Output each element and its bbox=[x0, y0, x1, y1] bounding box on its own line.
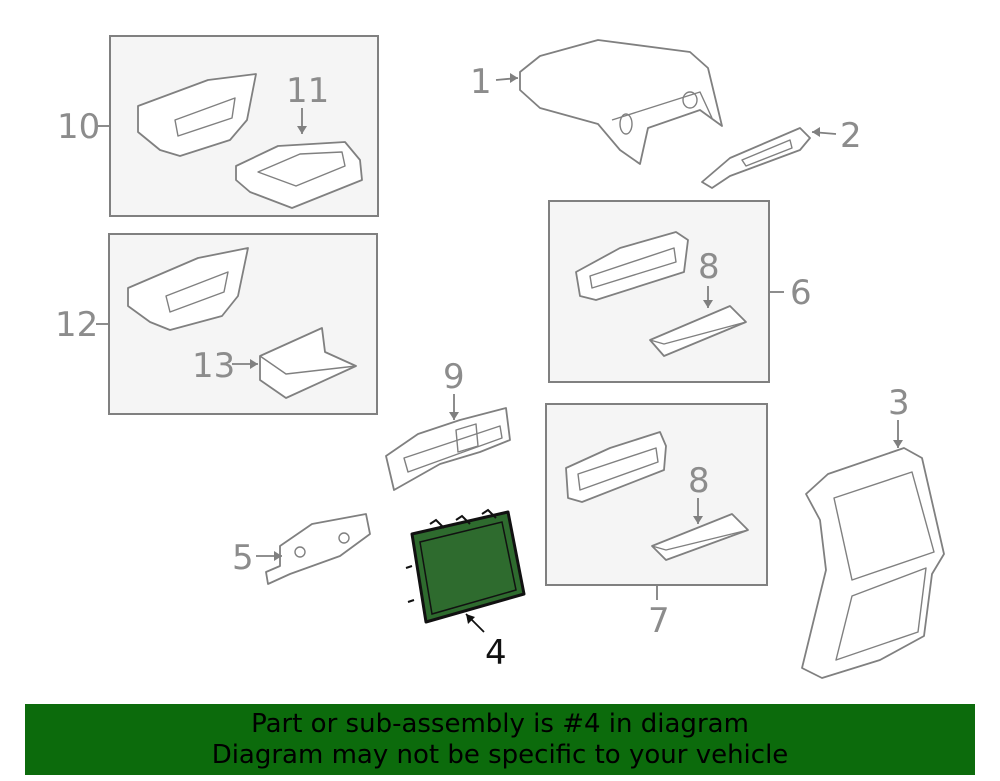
callout-9: 9 bbox=[443, 357, 465, 397]
arrowheads bbox=[250, 73, 903, 561]
part-3-drawing bbox=[801, 447, 945, 679]
arrowhead-4 bbox=[466, 614, 475, 624]
callout-13: 13 bbox=[192, 346, 235, 386]
part-13-drawing bbox=[259, 327, 357, 399]
part-8b-drawing bbox=[651, 513, 749, 561]
part-2-drawing bbox=[701, 127, 811, 189]
banner-line-2: Diagram may not be specific to your vehi… bbox=[211, 739, 789, 770]
callout-6: 6 bbox=[790, 273, 812, 313]
callout-7: 7 bbox=[648, 601, 670, 641]
callout-8a: 8 bbox=[698, 247, 720, 287]
part-4-drawing bbox=[405, 508, 526, 624]
part-11-drawing bbox=[235, 141, 363, 209]
part-6-drawing bbox=[575, 231, 689, 301]
callout-4: 4 bbox=[485, 633, 507, 673]
callout-3: 3 bbox=[888, 383, 910, 423]
part-10-drawing bbox=[137, 73, 257, 157]
banner-line-1: Part or sub-assembly is #4 in diagram bbox=[251, 708, 749, 739]
part-1-drawing bbox=[519, 39, 723, 165]
part-9-drawing bbox=[385, 407, 511, 491]
callout-1: 1 bbox=[470, 62, 492, 102]
part-5-drawing bbox=[265, 513, 371, 585]
callout-12: 12 bbox=[55, 305, 98, 345]
callout-5: 5 bbox=[232, 538, 254, 578]
info-banner: Part or sub-assembly is #4 in diagram Di… bbox=[25, 704, 975, 775]
callout-10: 10 bbox=[57, 107, 100, 147]
callout-2: 2 bbox=[840, 116, 862, 156]
parts-diagram: 1 2 3 4 5 6 7 8 8 9 10 11 12 13 bbox=[55, 35, 945, 679]
callout-11: 11 bbox=[286, 71, 329, 111]
part-7-drawing bbox=[565, 431, 667, 503]
callout-8b: 8 bbox=[688, 461, 710, 501]
part-12-drawing bbox=[127, 247, 249, 331]
part-8a-drawing bbox=[649, 305, 747, 357]
